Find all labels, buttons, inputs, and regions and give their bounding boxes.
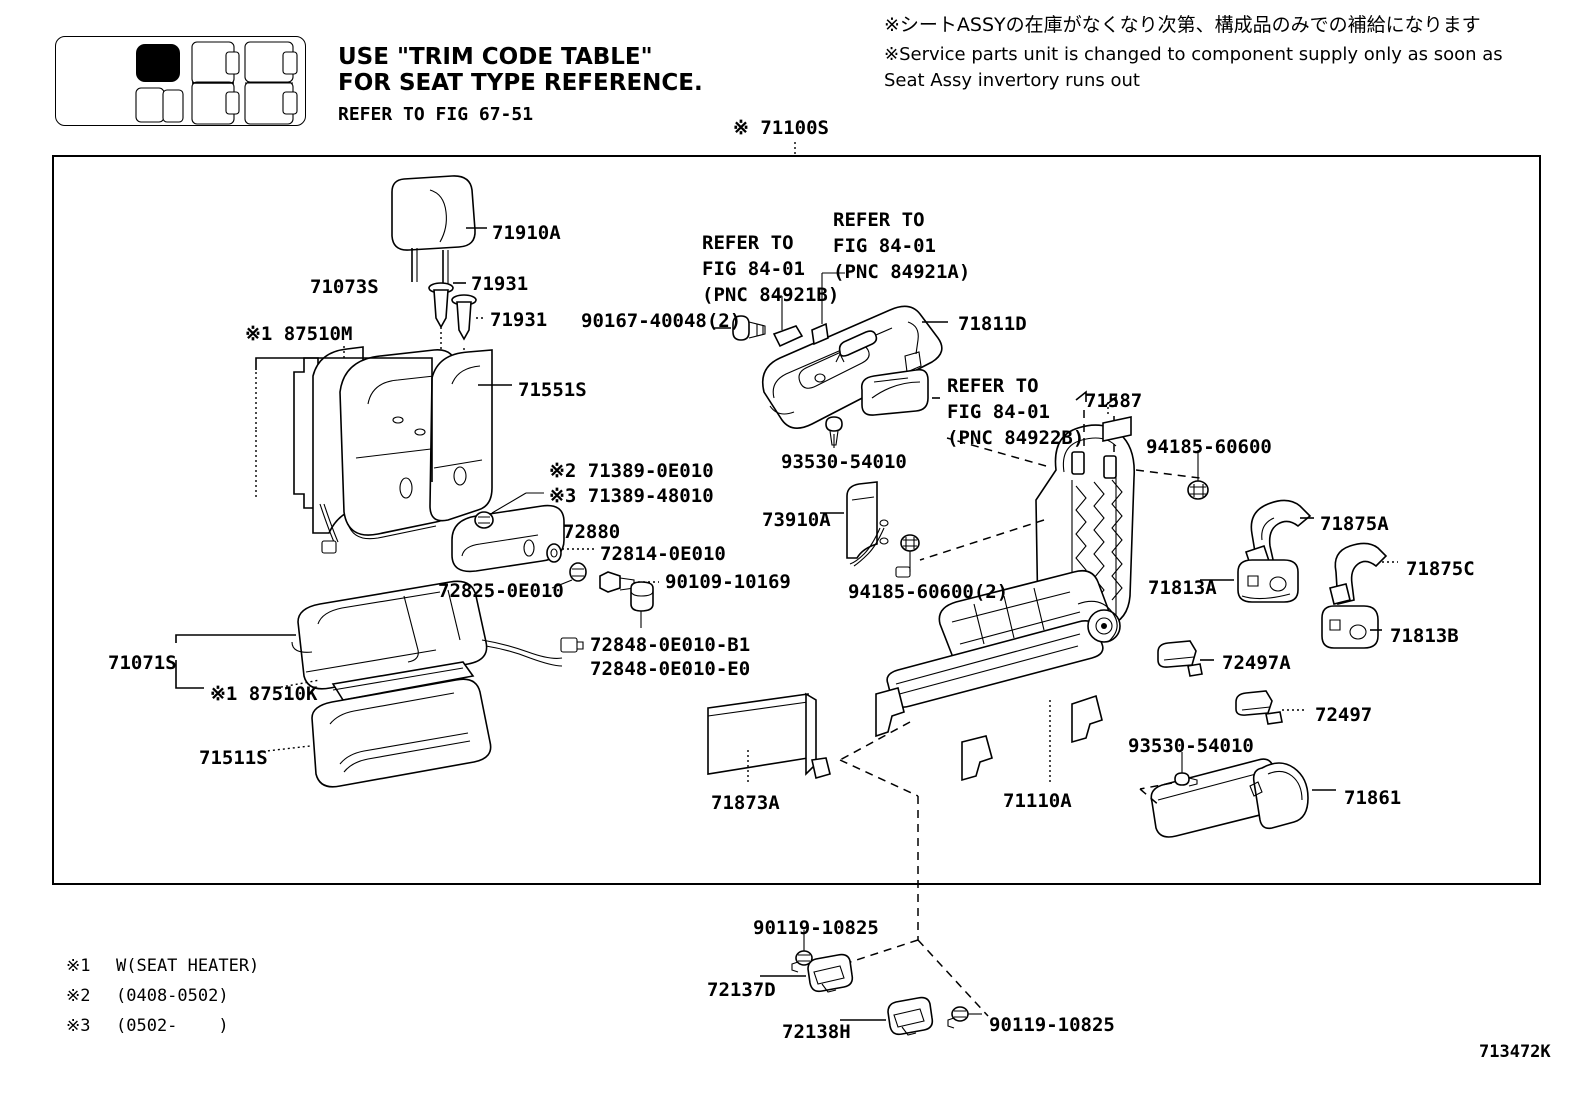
part-callout-c14: 71811D bbox=[958, 313, 1027, 335]
part-callout-c42: 71110A bbox=[1003, 790, 1072, 812]
part-callout-c27: 72848-0E010-B1 bbox=[590, 634, 751, 656]
part-callout-c06: 71551S bbox=[518, 379, 587, 401]
legend-mark-2: ※2 bbox=[66, 986, 91, 1006]
part-callout-c36: 72497 bbox=[1315, 704, 1373, 726]
part-callout-c41: 71873A bbox=[711, 792, 780, 814]
part-callout-c18: 93530-54010 bbox=[781, 451, 907, 473]
part-callout-c02: 71073S bbox=[310, 276, 379, 298]
part-callout-c46: 72138H bbox=[782, 1021, 851, 1043]
trim-code-thumbnail-box bbox=[55, 36, 306, 126]
part-callout-c26: 90109-10169 bbox=[665, 571, 791, 593]
part-callout-c44: 90119-10825 bbox=[753, 917, 879, 939]
part-callout-c05: ※1 87510M bbox=[245, 323, 353, 345]
part-callout-c17: (PNC 84922B) bbox=[947, 427, 1085, 449]
part-callout-c39: 71511S bbox=[199, 747, 268, 769]
trim-note-line3: REFER TO FIG 67-51 bbox=[338, 104, 534, 125]
part-callout-c19: 71587 bbox=[1085, 390, 1143, 412]
part-callout-c07: 90167-40048(2) bbox=[581, 310, 742, 332]
legend-text-3: (0502- ) bbox=[116, 1016, 229, 1036]
part-callout-c22: ※3 71389-48010 bbox=[549, 485, 714, 507]
part-callout-c15: REFER TO bbox=[947, 375, 1039, 397]
part-cover-72138H bbox=[840, 996, 982, 1036]
part-callout-c35: 72497A bbox=[1222, 652, 1291, 674]
part-callout-c20: 94185-60600 bbox=[1146, 436, 1272, 458]
supply-note-en-1: ※Service parts unit is changed to compon… bbox=[884, 44, 1503, 65]
part-callout-c21: ※2 71389-0E010 bbox=[549, 460, 714, 482]
supply-note-en-2: Seat Assy invertory runs out bbox=[884, 70, 1140, 91]
part-callout-c25: 72825-0E010 bbox=[438, 580, 564, 602]
part-callout-c47: 90119-10825 bbox=[989, 1014, 1115, 1036]
part-callout-c23: 72880 bbox=[563, 521, 621, 543]
part-callout-c12: FIG 84-01 bbox=[833, 235, 936, 257]
part-callout-c43: 71861 bbox=[1344, 787, 1402, 809]
part-callout-c29: 73910A bbox=[762, 509, 831, 531]
part-callout-c40: 93530-54010 bbox=[1128, 735, 1254, 757]
part-callout-c37: 71071S bbox=[108, 652, 177, 674]
trim-note-line2: FOR SEAT TYPE REFERENCE. bbox=[338, 70, 703, 96]
part-callout-c03: 71931 bbox=[471, 273, 529, 295]
part-callout-c04: 71931 bbox=[490, 309, 548, 331]
part-callout-c13: (PNC 84921A) bbox=[833, 261, 971, 283]
part-callout-c31: 71875A bbox=[1320, 513, 1389, 535]
part-callout-c01: 71910A bbox=[492, 222, 561, 244]
part-callout-c32: 71875C bbox=[1406, 558, 1475, 580]
legend-mark-3: ※3 bbox=[66, 1016, 91, 1036]
legend-mark-1: ※1 bbox=[66, 956, 91, 976]
figure-ref-71100s: ※ 71100S bbox=[733, 117, 829, 139]
part-callout-c30: 94185-60600(2) bbox=[848, 581, 1009, 603]
part-callout-c16: FIG 84-01 bbox=[947, 401, 1050, 423]
legend-text-1: W(SEAT HEATER) bbox=[116, 956, 260, 976]
part-callout-c34: 71813B bbox=[1390, 625, 1459, 647]
trim-note-line1: USE "TRIM CODE TABLE" bbox=[338, 44, 653, 70]
part-callout-c09: FIG 84-01 bbox=[702, 258, 805, 280]
part-callout-c11: REFER TO bbox=[833, 209, 925, 231]
part-callout-c08: REFER TO bbox=[702, 232, 794, 254]
supply-note-jp: ※シートASSYの在庫がなくなり次第、構成品のみでの補給になります bbox=[884, 14, 1481, 36]
diagram-main-frame bbox=[52, 155, 1541, 885]
part-callout-c10: (PNC 84921B) bbox=[702, 284, 840, 306]
legend-text-2: (0408-0502) bbox=[116, 986, 229, 1006]
part-callout-c45: 72137D bbox=[707, 979, 776, 1001]
figure-code: 713472K bbox=[1479, 1042, 1551, 1062]
part-callout-c24: 72814-0E010 bbox=[600, 543, 726, 565]
part-callout-c28: 72848-0E010-E0 bbox=[590, 658, 751, 680]
part-callout-c38: ※1 87510K bbox=[210, 683, 318, 705]
part-callout-c33: 71813A bbox=[1148, 577, 1217, 599]
